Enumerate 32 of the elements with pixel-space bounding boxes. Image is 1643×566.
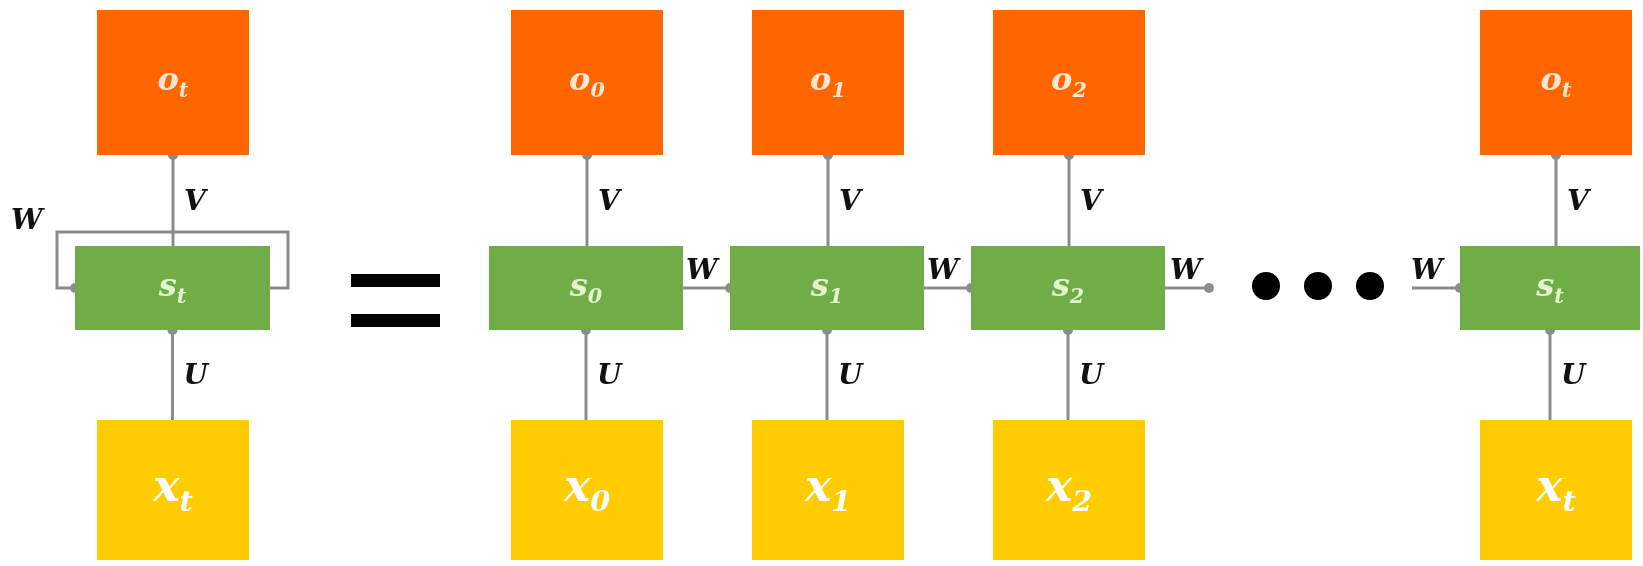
input-box [1480,420,1632,560]
input-box [511,420,663,560]
node-label: x$_{1}$ [804,464,852,516]
hidden-state-box [730,246,924,330]
input-box [752,420,904,560]
node-label: s$_{0}$ [569,268,603,308]
hidden-state-box [1460,246,1640,330]
node-label: s$_{1}$ [810,268,844,308]
connector-line [55,230,290,293]
hidden-state-box [75,246,270,330]
output-box [993,10,1145,155]
node-label: x$_{t}$ [1536,464,1576,516]
output-box [1480,10,1632,155]
node-label: s$_{t}$ [158,268,187,308]
output-box [752,10,904,155]
node-label: x$_{t}$ [153,464,193,516]
node-label: s$_{2}$ [1051,268,1085,308]
hidden-state-box [489,246,683,330]
node-label: o$_{0}$ [569,63,605,102]
output-box [97,10,249,155]
node-label: o$_{2}$ [1051,63,1087,102]
connector-line [1165,283,1214,293]
output-box [511,10,663,155]
node-label: o$_{1}$ [810,63,846,102]
input-box [993,420,1145,560]
node-label: o$_{t}$ [157,63,189,102]
hidden-state-box [971,246,1165,330]
node-label: x$_{2}$ [1045,464,1093,516]
node-label: x$_{0}$ [563,464,611,516]
node-label: s$_{t}$ [1536,268,1564,308]
input-box [97,420,249,560]
node-label: o$_{t}$ [1540,63,1572,102]
